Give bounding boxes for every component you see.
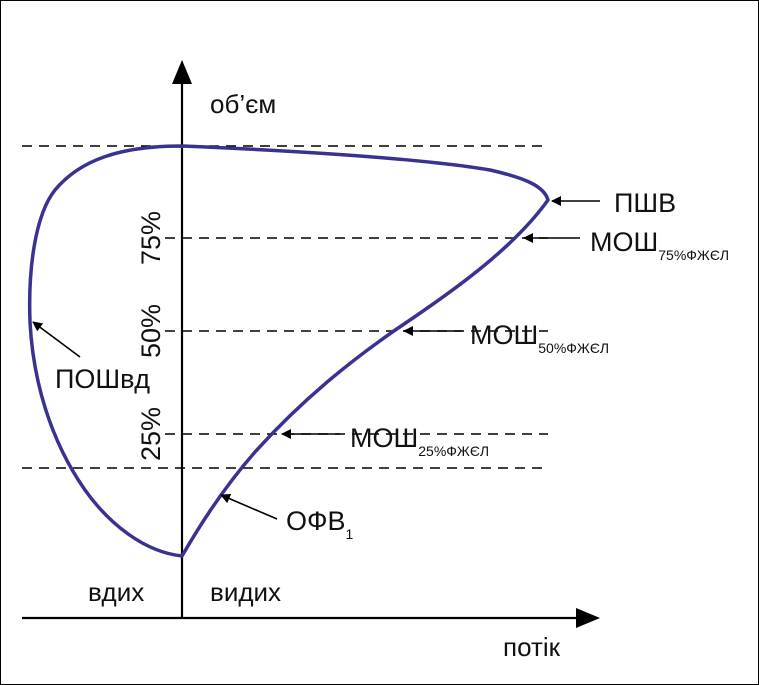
ofv-label: ОФВ1: [286, 506, 354, 542]
level-label-50: 50%: [136, 304, 166, 358]
inhale-label: вдих: [88, 577, 144, 607]
x-axis-label: потік: [503, 632, 561, 662]
mosh75-label: МОШ75%ФЖЄЛ: [590, 227, 729, 263]
exhale-label: видих: [210, 577, 281, 607]
mosh75-main: МОШ: [590, 227, 658, 257]
mosh50-sub: 50%ФЖЄЛ: [538, 340, 609, 356]
mosh25-label: МОШ25%ФЖЄЛ: [350, 423, 489, 459]
ofv-arrow: [220, 493, 278, 520]
psv-label: ПШВ: [614, 188, 676, 218]
level-label-25: 25%: [136, 407, 166, 461]
mosh75-sub: 75%ФЖЄЛ: [658, 247, 729, 263]
ofv-sub: 1: [346, 526, 354, 542]
y-axis-label: об’єм: [210, 89, 276, 119]
mosh25-sub: 25%ФЖЄЛ: [418, 443, 489, 459]
mosh50-label: МОШ50%ФЖЄЛ: [470, 320, 609, 356]
poshvd-label: ПОШвд: [55, 364, 150, 394]
poshvd-arrow: [32, 321, 81, 358]
mosh50-main: МОШ: [470, 320, 538, 350]
ofv-main: ОФВ: [286, 506, 346, 536]
flow-volume-loop: [27, 144, 550, 558]
x-axis-arrowhead: [576, 608, 600, 628]
y-axis-arrowhead: [172, 60, 192, 84]
mosh25-main: МОШ: [350, 423, 418, 453]
level-label-75: 75%: [136, 211, 166, 265]
